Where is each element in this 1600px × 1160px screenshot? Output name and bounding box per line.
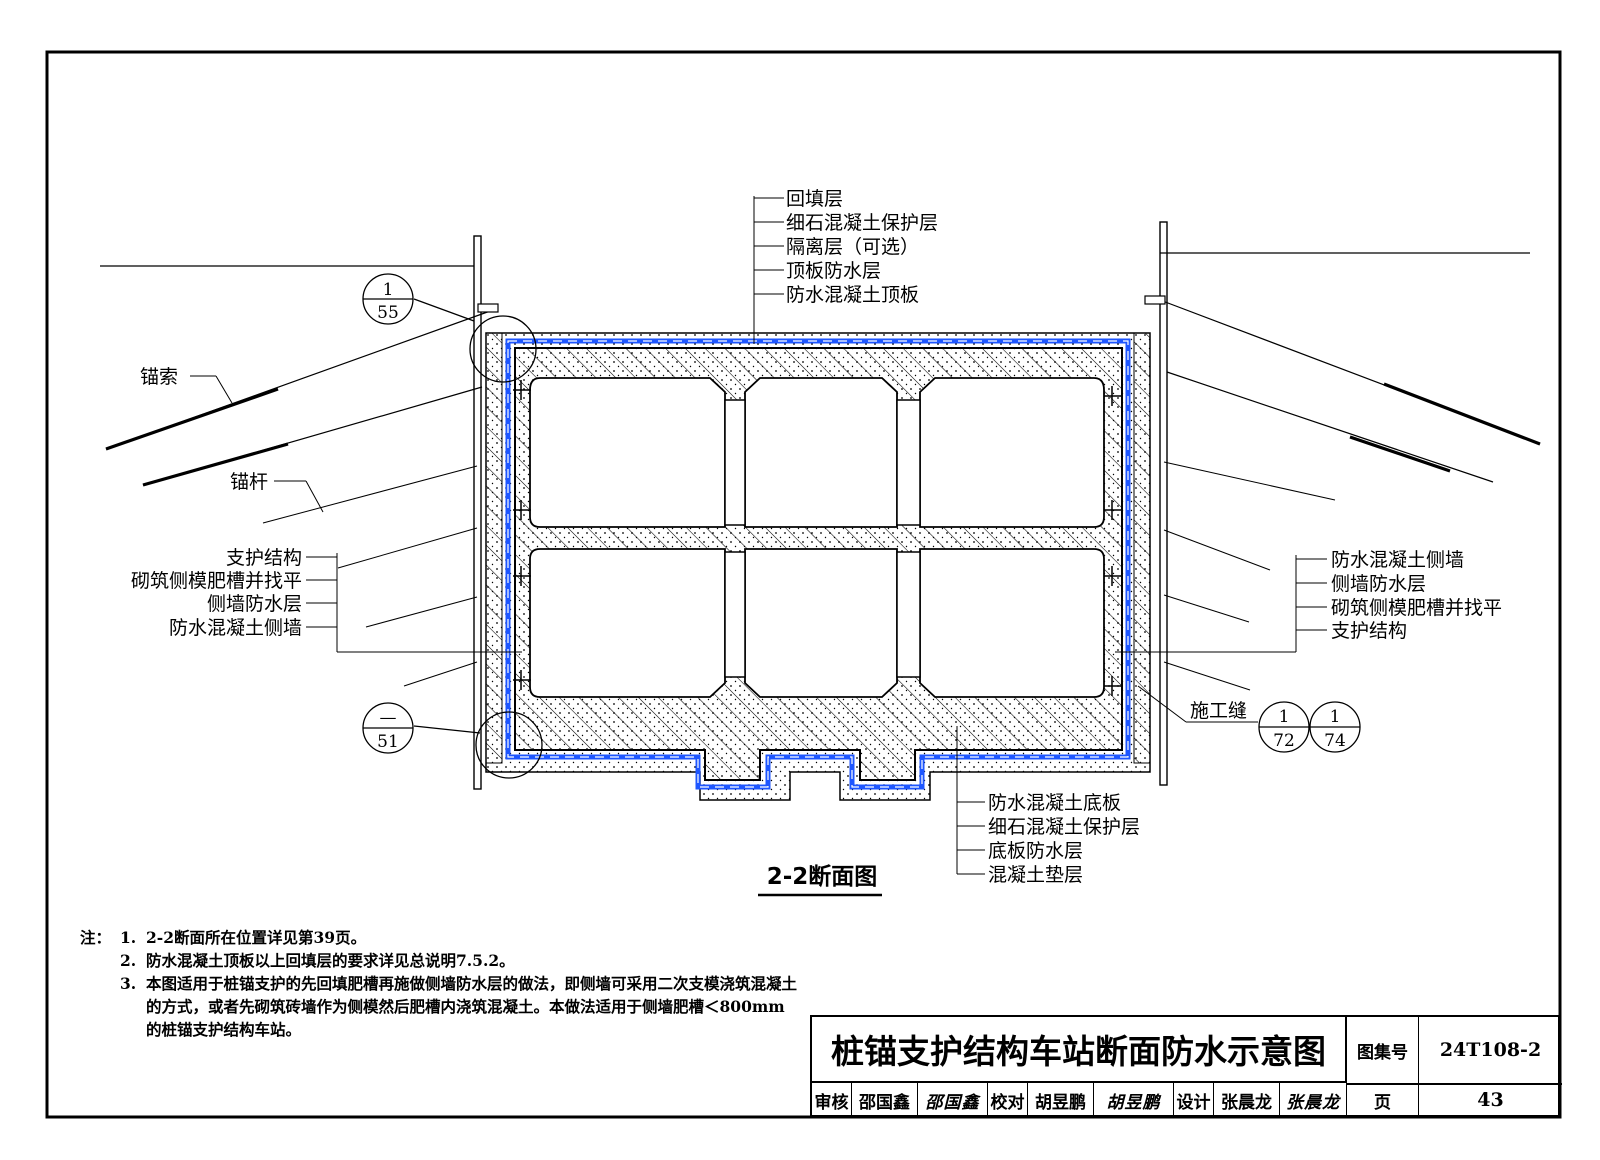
station-structure: [485, 332, 1151, 801]
detail-mark-1-55: 1 55: [362, 273, 414, 325]
detail-mark-2-top: —: [380, 708, 397, 728]
detail-mark-51: — 51: [362, 702, 414, 754]
section-title-text: 2-2断面图: [767, 863, 878, 890]
design-label: 设计: [1174, 1083, 1214, 1117]
detail-mark-1-top: 1: [383, 280, 394, 300]
callout-bottom-2: 细石混凝土保护层: [988, 816, 1140, 838]
label-anchor-rod: 锚杆: [230, 471, 268, 493]
section-title: 2-2断面图: [758, 863, 882, 897]
atlas-label: 图集号: [1347, 1017, 1419, 1083]
designer-signature: 张晨龙: [1280, 1083, 1347, 1117]
callout-right-3: 砌筑侧模肥槽并找平: [1331, 597, 1502, 619]
detail-mark-1-72: 1 72: [1258, 701, 1310, 753]
checker-signature: 胡昱鹏: [1094, 1083, 1174, 1117]
atlas-number: 24T108-2: [1439, 1039, 1542, 1061]
check-label: 校对: [988, 1083, 1028, 1117]
note-text: 本图适用于桩锚支护的先回填肥槽再施做侧墙防水层的做法，即侧墙可采用二次支模浇筑混…: [146, 974, 798, 1039]
checker-name: 胡昱鹏: [1028, 1083, 1094, 1117]
anchor-cables: [105, 295, 1541, 487]
detail-mark-3-top: 1: [1279, 707, 1290, 727]
callout-right-4: 支护结构: [1331, 620, 1407, 642]
callout-top-5: 防水混凝土顶板: [786, 284, 919, 306]
page-number: 43: [1477, 1089, 1504, 1111]
callout-right-1: 防水混凝土侧墙: [1331, 549, 1464, 571]
top-callout: 回填层 细石混凝土保护层 隔离层（可选） 顶板防水层 防水混凝土顶板: [753, 188, 938, 344]
detail-mark-1-74: 1 74: [1309, 701, 1361, 753]
detail-circles: [413, 298, 543, 779]
note-item: 2. 防水混凝土顶板以上回填层的要求详见总说明7.5.2。: [80, 949, 800, 972]
detail-mark-3-bottom: 72: [1273, 731, 1295, 751]
callout-bottom-1: 防水混凝土底板: [988, 792, 1121, 814]
title-block: 桩锚支护结构车站断面防水示意图 图集号 24T108-2 审核 邵国鑫 邵国鑫 …: [810, 1015, 1562, 1117]
callout-bottom-4: 混凝土垫层: [988, 864, 1083, 886]
callout-left-4: 防水混凝土侧墙: [169, 617, 302, 639]
note-number: 3.: [120, 974, 137, 993]
page-label: 页: [1347, 1083, 1419, 1117]
reviewer-signature: 邵国鑫: [918, 1083, 988, 1117]
callout-top-4: 顶板防水层: [786, 260, 881, 282]
anchor-labels: 锚索 锚杆: [140, 366, 324, 513]
callout-top-1: 回填层: [786, 188, 843, 210]
callout-left-2: 砌筑侧模肥槽并找平: [131, 570, 302, 592]
designer-name: 张晨龙: [1214, 1083, 1280, 1117]
detail-mark-4-bottom: 74: [1324, 731, 1346, 751]
detail-mark-4-top: 1: [1330, 707, 1341, 727]
callout-right-2: 侧墙防水层: [1331, 573, 1426, 595]
right-callout: 防水混凝土侧墙 侧墙防水层 砌筑侧模肥槽并找平 支护结构: [1115, 549, 1502, 653]
notes-block: 注： 1. 2-2断面所在位置详见第39页。 2. 防水混凝土顶板以上回填层的要…: [80, 926, 800, 1041]
callout-left-3: 侧墙防水层: [207, 593, 302, 615]
left-callout: 支护结构 砌筑侧模肥槽并找平 侧墙防水层 防水混凝土侧墙: [131, 547, 522, 653]
leader-lines: [262, 461, 1336, 691]
note-text: 防水混凝土顶板以上回填层的要求详见总说明7.5.2。: [146, 951, 515, 970]
note-number: 2.: [120, 951, 137, 970]
callout-top-3: 隔离层（可选）: [786, 236, 919, 258]
drawing-title: 桩锚支护结构车站断面防水示意图: [812, 1017, 1347, 1083]
ground-and-piles: [100, 221, 1530, 790]
callout-left-1: 支护结构: [226, 547, 302, 569]
note-number: 1.: [120, 928, 137, 947]
detail-mark-1-bottom: 55: [377, 303, 399, 323]
label-anchor-cable: 锚索: [140, 366, 178, 388]
reviewer-name: 邵国鑫: [852, 1083, 918, 1117]
note-item: 注： 1. 2-2断面所在位置详见第39页。: [80, 926, 800, 949]
bottom-callout: 防水混凝土底板 细石混凝土保护层 底板防水层 混凝土垫层: [956, 726, 1140, 886]
detail-mark-2-bottom: 51: [377, 732, 399, 752]
note-item: 3. 本图适用于桩锚支护的先回填肥槽再施做侧墙防水层的做法，即侧墙可采用二次支模…: [80, 972, 800, 1041]
note-text: 2-2断面所在位置详见第39页。: [146, 928, 367, 947]
callout-top-2: 细石混凝土保护层: [786, 212, 938, 234]
construction-joint-callout: 施工缝: [1137, 685, 1258, 723]
label-construction-joint: 施工缝: [1190, 700, 1247, 722]
callout-bottom-3: 底板防水层: [988, 840, 1083, 862]
review-label: 审核: [812, 1083, 852, 1117]
sheet-border: [45, 50, 1562, 1119]
notes-prefix: 注：: [80, 928, 112, 947]
